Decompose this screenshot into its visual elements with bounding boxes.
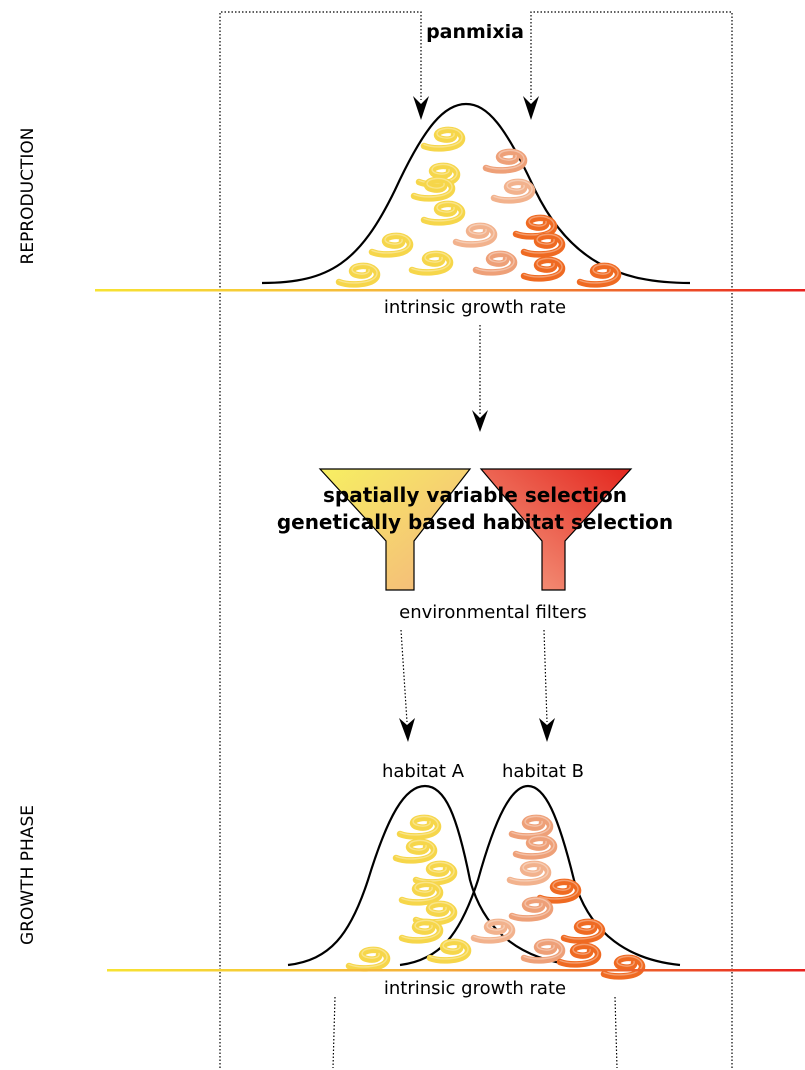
arrowhead-icon [523, 96, 539, 120]
left-feedback-line [219, 11, 422, 1068]
selection-label-line1: spatially variable selection [323, 483, 627, 507]
larva-icon [372, 234, 410, 254]
larva-icon [402, 882, 440, 902]
top-growth-rate-axis [95, 289, 805, 292]
bottom-growth-rate-axis [107, 969, 805, 972]
larva-icon [424, 202, 462, 222]
reproduction-label: REPRODUCTION [18, 128, 38, 265]
panmixia-label: panmixia [426, 21, 524, 43]
arrowhead-icon [472, 410, 488, 432]
larva-icon [512, 816, 550, 836]
larva-icon [494, 180, 532, 200]
larva-icon [412, 252, 450, 272]
larva-icon [400, 816, 438, 836]
habitat-a-larvae-group [349, 816, 468, 968]
habitat-a-label: habitat A [382, 761, 465, 782]
bottom-left-stub [332, 996, 336, 1069]
growth-phase-label: GROWTH PHASE [18, 805, 38, 945]
larva-icon [416, 862, 454, 882]
larva-icon [540, 880, 578, 900]
arrowhead-icon [399, 718, 415, 742]
larva-icon [560, 944, 598, 964]
habitat-a-distribution-curve [287, 784, 576, 967]
larva-icon [512, 898, 550, 918]
larva-icon [396, 840, 434, 860]
bottom-axis-label: intrinsic growth rate [384, 978, 566, 999]
larva-icon [510, 862, 548, 882]
larva-icon [524, 940, 562, 960]
larva-icon [524, 258, 562, 278]
habitat-b-larvae-group [474, 816, 642, 976]
larva-icon [402, 920, 440, 940]
panmixia-feedback-arrows [219, 11, 733, 1068]
environmental-filters-label: environmental filters [399, 602, 587, 623]
top-axis-label: intrinsic growth rate [384, 297, 566, 318]
arrowhead-icon [413, 96, 429, 120]
funnel-icon [318, 468, 472, 591]
larva-icon [486, 150, 524, 170]
habitat-b-label: habitat B [502, 761, 584, 782]
larva-icon [580, 264, 618, 284]
bottom-right-stub [614, 996, 618, 1069]
larva-icon [476, 252, 514, 272]
larva-icon [424, 128, 462, 148]
filter-b-line [543, 629, 548, 723]
larva-icon [456, 224, 494, 244]
funnel-icon [479, 468, 633, 591]
right-feedback-line [530, 11, 733, 1068]
larva-icon [474, 920, 512, 940]
arrowhead-icon [539, 718, 555, 742]
larva-icon [339, 264, 377, 284]
selection-label-line2: genetically based habitat selection [277, 510, 673, 534]
larva-icon [604, 956, 642, 976]
larva-icon [564, 920, 602, 940]
reproduction-larvae-group [339, 128, 618, 284]
reproduction-distribution-curve [261, 102, 691, 285]
filter-a-line [400, 629, 408, 723]
larva-icon [349, 948, 387, 968]
